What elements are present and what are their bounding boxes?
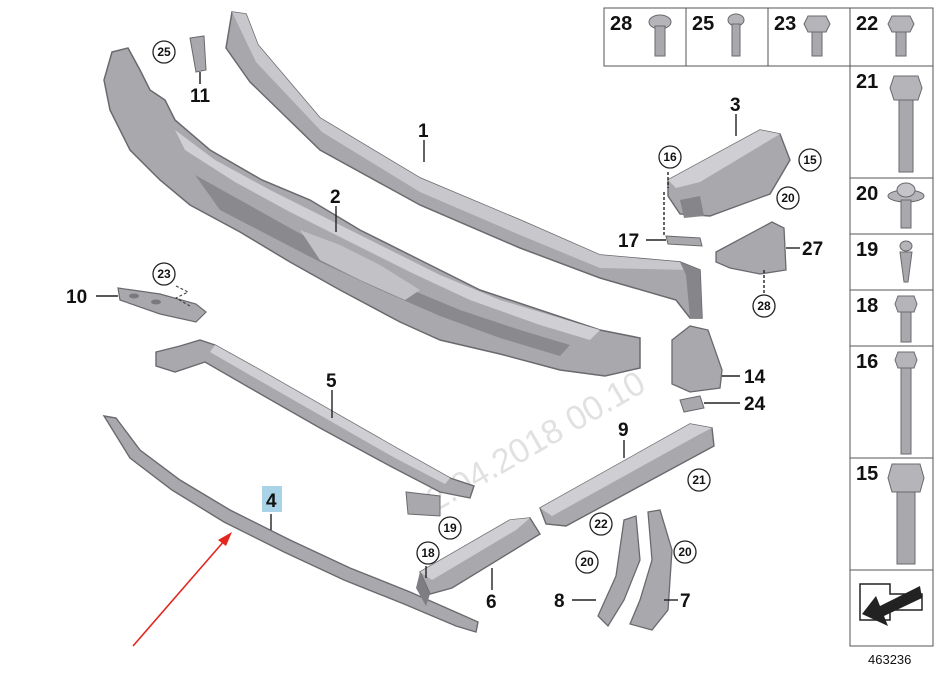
part-14-bracket xyxy=(671,325,723,393)
callouts: 1 2 11 10 5 4 6 9 3 17 27 14 24 8 7 xyxy=(66,86,823,613)
callout-5: 5 xyxy=(326,371,337,392)
circled-16: 16 xyxy=(663,150,677,164)
circled-19: 19 xyxy=(443,521,457,535)
circled-20-left: 20 xyxy=(580,555,594,569)
legend-num-25: 25 xyxy=(692,13,714,35)
part-6-crash-box xyxy=(416,517,541,606)
part-10-bracket xyxy=(117,285,207,323)
callout-7: 7 xyxy=(680,591,691,612)
circled-labels: 25 23 16 15 20 28 21 22 19 18 20 20 xyxy=(157,45,817,569)
legend-num-18: 18 xyxy=(856,295,878,317)
callout-3: 3 xyxy=(730,95,741,116)
part-8-bracket xyxy=(597,515,641,628)
red-pointer-arrow-icon xyxy=(132,532,232,647)
circled-callouts xyxy=(152,40,822,574)
circled-25: 25 xyxy=(157,45,171,59)
callout-8: 8 xyxy=(554,591,565,612)
callout-2: 2 xyxy=(330,187,341,208)
circled-21: 21 xyxy=(692,473,706,487)
part-27-angle-bracket xyxy=(715,221,787,275)
circled-20-right: 20 xyxy=(678,545,692,559)
bolt-23-icon xyxy=(803,15,831,57)
callout-17: 17 xyxy=(618,231,639,252)
bolt-28-icon xyxy=(648,14,672,57)
callout-14: 14 xyxy=(744,367,766,388)
bolt-21-icon xyxy=(889,75,923,173)
part-9-crash-box xyxy=(539,423,715,527)
callout-11: 11 xyxy=(190,86,211,107)
legend-top: 28 25 23 22 xyxy=(603,7,934,67)
leader-lines xyxy=(96,114,800,601)
circled-22: 22 xyxy=(594,517,608,531)
callout-10: 10 xyxy=(66,287,87,308)
bolt-22-icon xyxy=(887,15,915,57)
callout-24: 24 xyxy=(744,394,766,415)
legend-num-23: 23 xyxy=(774,13,796,35)
legend-num-15: 15 xyxy=(856,463,878,485)
callout-27: 27 xyxy=(802,239,823,260)
part-17-plate xyxy=(665,235,703,247)
circled-20-top: 20 xyxy=(781,191,795,205)
legend-num-28: 28 xyxy=(610,13,632,35)
part-7-bracket xyxy=(629,509,673,631)
circled-15: 15 xyxy=(803,153,817,167)
callout-4-highlight xyxy=(262,486,282,512)
bolt-19-icon xyxy=(899,240,913,283)
callout-1: 1 xyxy=(418,121,429,142)
callout-4: 4 xyxy=(266,491,277,512)
document-number: 463236 xyxy=(868,652,911,667)
bolt-18-icon xyxy=(894,295,918,343)
callout-9: 9 xyxy=(618,420,629,441)
part-2-impact-absorber xyxy=(103,47,641,377)
bolt-25-icon xyxy=(727,13,745,57)
legend-num-21: 21 xyxy=(856,71,878,93)
part-11-bracket xyxy=(189,35,207,84)
legend-side: 21 20 19 18 16 15 xyxy=(849,65,934,647)
circled-23: 23 xyxy=(157,267,171,281)
part-4-trim-strip xyxy=(102,415,479,633)
bolt-15-icon xyxy=(887,463,925,565)
part-1-carrier-beam xyxy=(225,11,703,319)
part-5-lower-rail xyxy=(155,339,475,517)
legend-num-19: 19 xyxy=(856,239,878,261)
circled-28: 28 xyxy=(757,299,771,313)
legend-num-20: 20 xyxy=(856,183,878,205)
part-3-bracket xyxy=(667,129,791,218)
bolt-16-icon xyxy=(894,351,918,455)
legend-num-16: 16 xyxy=(856,351,878,373)
bolt-20-icon xyxy=(887,182,925,229)
part-24-clip xyxy=(679,395,705,413)
direction-arrow-icon xyxy=(859,583,923,626)
callout-6: 6 xyxy=(486,592,497,613)
legend-num-22: 22 xyxy=(856,13,878,35)
circled-18: 18 xyxy=(421,546,435,560)
